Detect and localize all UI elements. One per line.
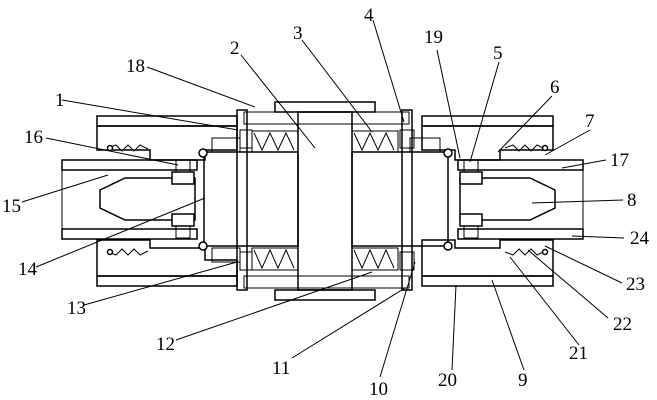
label-10: 10 [369,379,388,400]
label-17: 17 [610,150,629,171]
central-divider [297,111,353,291]
label-2: 2 [230,38,240,59]
springs [251,130,399,271]
part-labels: 1 2 3 4 5 6 7 8 9 10 11 12 13 14 15 16 1… [2,5,650,400]
label-20: 20 [438,370,457,391]
label-24: 24 [630,228,650,249]
wedge-blocks [211,129,441,271]
label-13: 13 [67,298,86,319]
right-cartridge [351,151,449,247]
label-11: 11 [272,358,290,379]
label-8: 8 [627,190,637,211]
left-plug [99,177,196,221]
label-6: 6 [550,77,560,98]
left-housing [96,115,238,287]
label-23: 23 [626,274,645,295]
right-housing [421,115,554,287]
right-pipe [457,159,584,240]
label-21: 21 [569,343,588,364]
label-19: 19 [424,27,443,48]
label-1: 1 [55,90,65,111]
label-15: 15 [2,196,21,217]
label-7: 7 [585,111,595,132]
label-3: 3 [293,23,303,44]
label-5: 5 [493,43,503,64]
outer-springs [106,144,549,256]
pivot-pins [198,148,453,251]
label-14: 14 [18,259,38,280]
label-18: 18 [126,56,145,77]
seal-blocks [171,159,483,239]
label-16: 16 [24,127,43,148]
label-22: 22 [613,314,632,335]
label-12: 12 [156,334,175,355]
label-9: 9 [518,370,528,391]
label-4: 4 [364,5,374,26]
leader-lines [21,19,625,378]
left-cartridge [203,151,299,247]
